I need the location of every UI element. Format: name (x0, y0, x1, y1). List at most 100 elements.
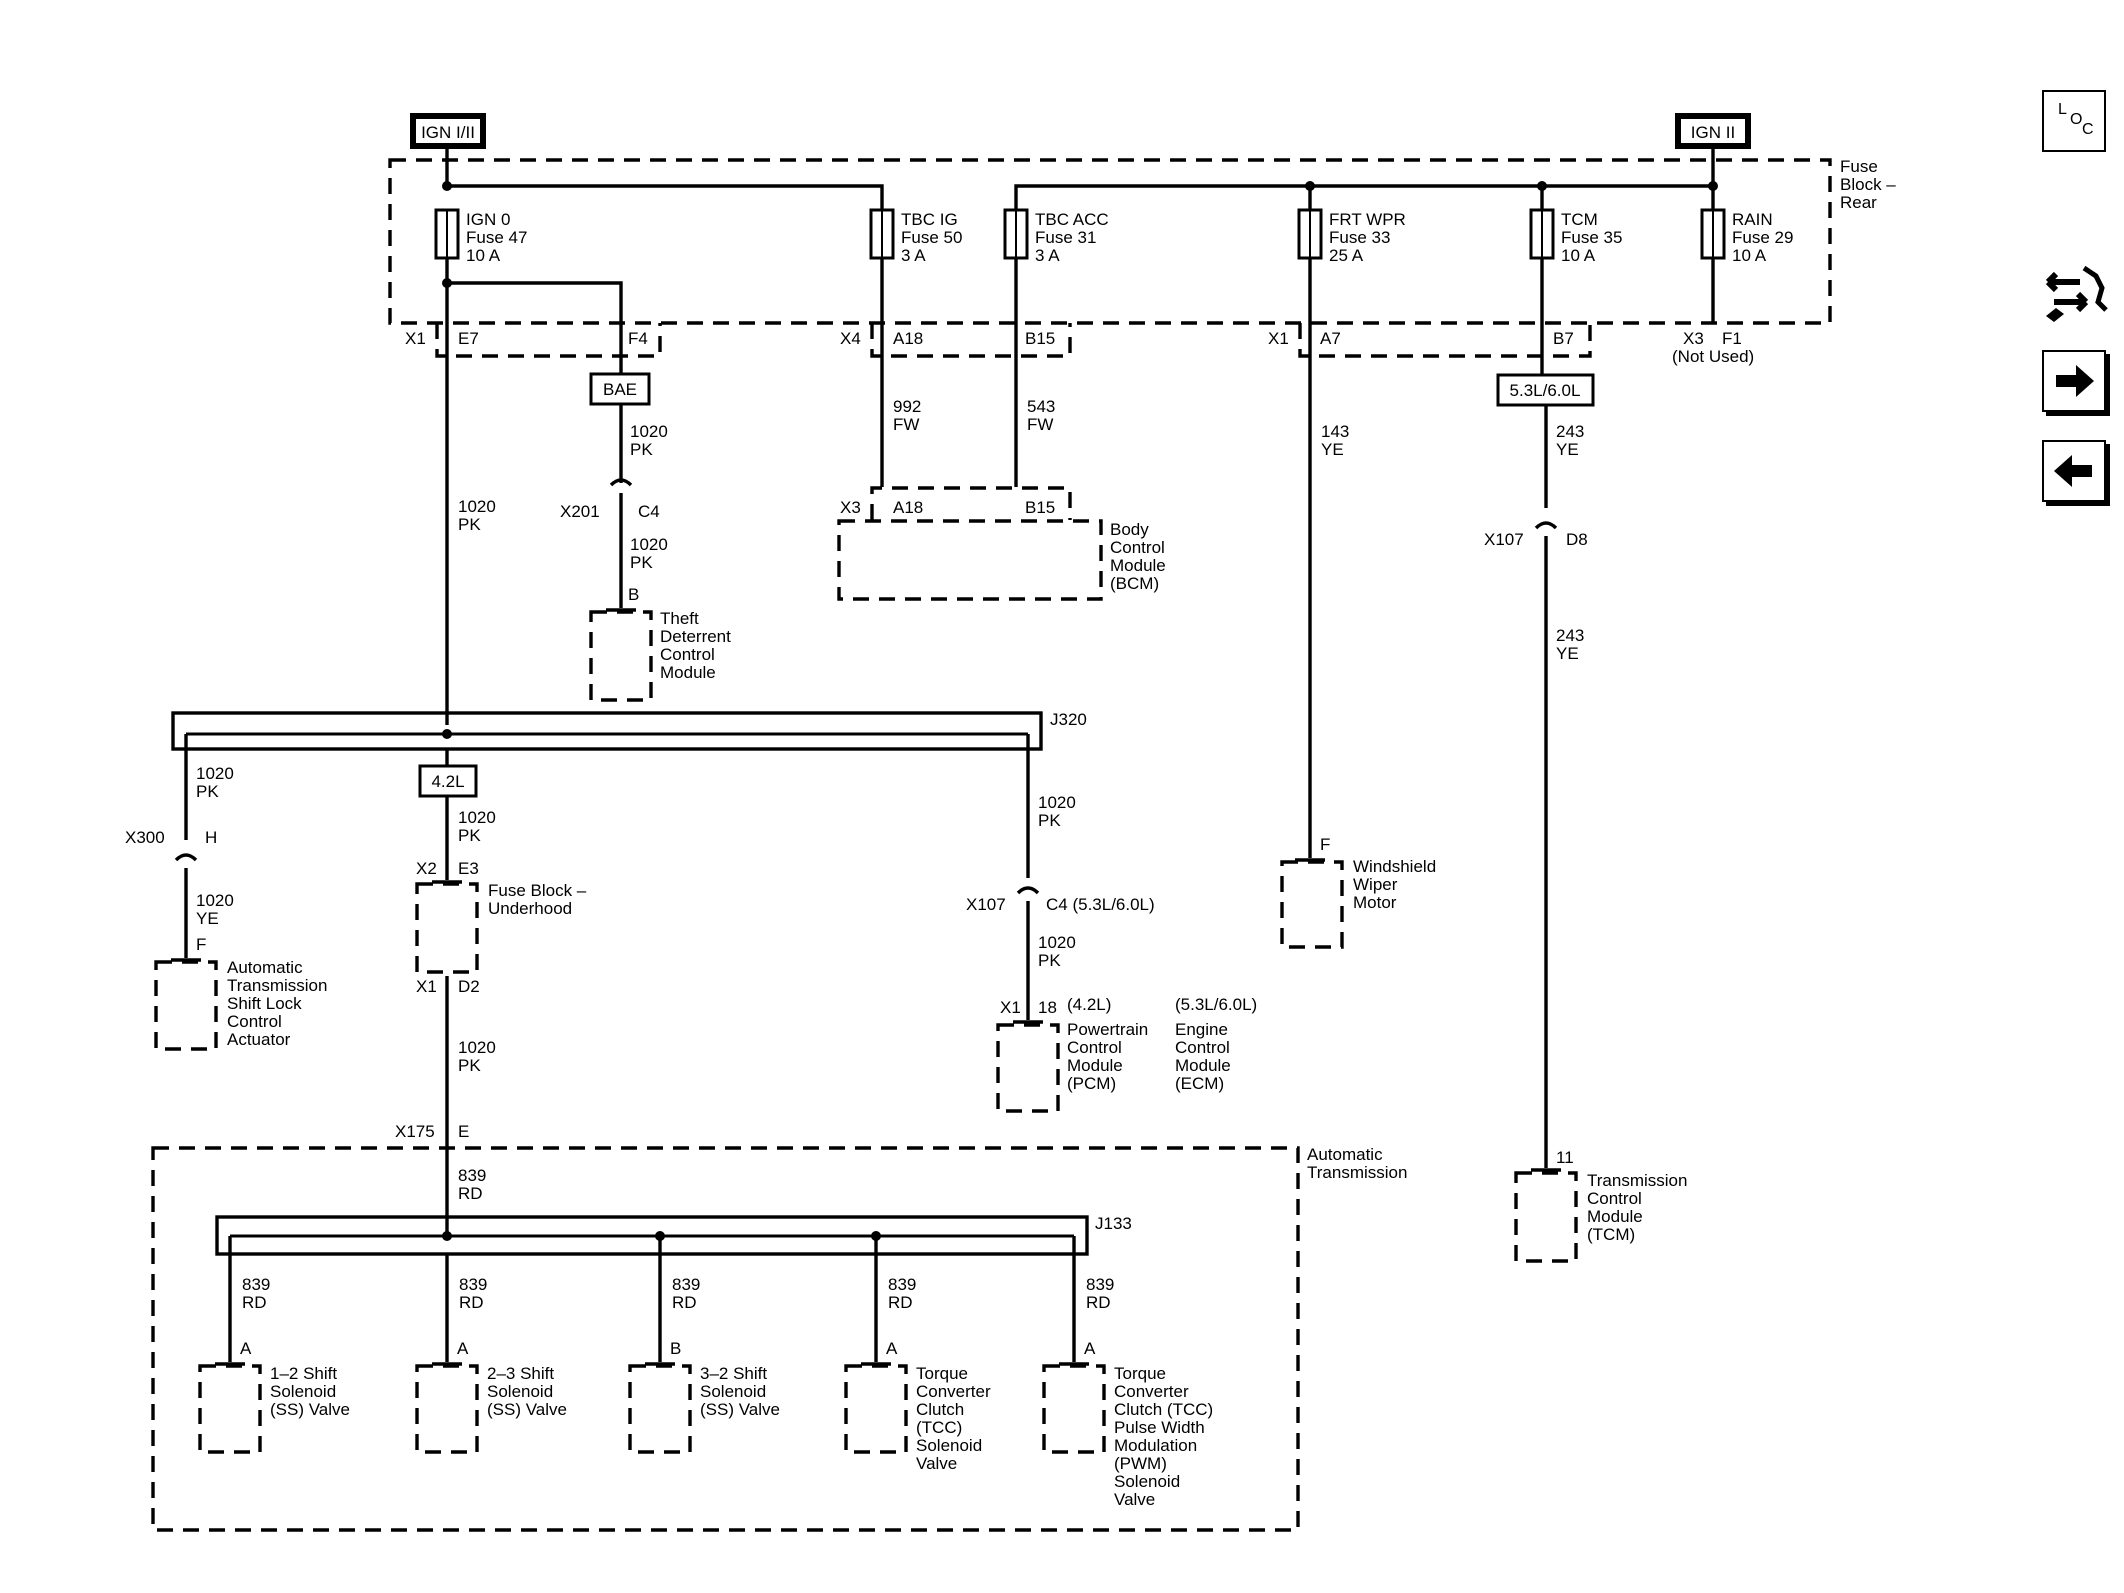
wire-839-rd-5-num: 839 (1086, 1275, 1114, 1294)
svg-text:J320: J320 (1050, 710, 1087, 729)
wire-839-rd-main-color: RD (458, 1184, 483, 1203)
svg-text:J133: J133 (1095, 1214, 1132, 1233)
svg-text:Control: Control (1587, 1189, 1642, 1208)
svg-text:Module: Module (660, 663, 716, 682)
location-button[interactable]: L O C (2042, 90, 2106, 152)
wire-1020-pk-a-color: PK (630, 440, 653, 459)
wire-839-rd-2-color: RD (459, 1293, 484, 1312)
svg-text:Fuse 31: Fuse 31 (1035, 228, 1096, 247)
svg-text:Transmission: Transmission (1587, 1171, 1687, 1190)
svg-text:Torque: Torque (916, 1364, 968, 1383)
svg-text:Valve: Valve (916, 1454, 957, 1473)
conn-x175: X175 (395, 1122, 435, 1141)
conn-pin-18: 18 (1038, 998, 1057, 1017)
conn-f-actuator: F (196, 935, 206, 954)
shift-solenoid-1-2 (198, 1364, 262, 1454)
wire-992-fw-color: FW (893, 415, 919, 434)
body-control-module (837, 519, 1103, 601)
wire-839-rd-main-num: 839 (458, 1166, 486, 1185)
pin-b-ss32: B (670, 1339, 681, 1358)
wire-243-ye-a-num: 243 (1556, 422, 1584, 441)
fuse-block-underhood (415, 882, 479, 974)
conn-f4: F4 (628, 329, 648, 348)
pin-a-tcc-pwm: A (1084, 1339, 1096, 1358)
svg-text:3 A: 3 A (1035, 246, 1060, 265)
service-tools-icon (2045, 265, 2108, 322)
conn-f1: F1 (1722, 329, 1742, 348)
conn-a18-bcm: A18 (893, 498, 923, 517)
svg-text:Solenoid: Solenoid (700, 1382, 766, 1401)
conn-d8: D8 (1566, 530, 1588, 549)
svg-text:Deterrent: Deterrent (660, 627, 731, 646)
wire-1020-pk-b-color: PK (630, 553, 653, 572)
wire-839-rd-1-num: 839 (242, 1275, 270, 1294)
conn-x1-top: X1 (405, 329, 426, 348)
svg-text:Solenoid: Solenoid (487, 1382, 553, 1401)
svg-text:Theft: Theft (660, 609, 699, 628)
next-page-button[interactable] (2042, 350, 2106, 412)
svg-text:(SS) Valve: (SS) Valve (487, 1400, 567, 1419)
shift-solenoid-3-2 (628, 1364, 692, 1454)
wire-839-rd-3-num: 839 (672, 1275, 700, 1294)
wire-1020-pk-d-color: PK (196, 782, 219, 801)
svg-text:Transmission: Transmission (1307, 1163, 1407, 1182)
previous-arrow-icon (2054, 455, 2092, 487)
conn-x300: X300 (125, 828, 165, 847)
svg-text:Control: Control (227, 1012, 282, 1031)
wire-143-ye-color: YE (1321, 440, 1344, 459)
svg-text:10 A: 10 A (1732, 246, 1767, 265)
conn-x107-top: X107 (1484, 530, 1524, 549)
svg-text:Control: Control (1067, 1038, 1122, 1057)
svg-text:(5.3L/6.0L): (5.3L/6.0L) (1175, 995, 1257, 1014)
svg-text:Control: Control (1110, 538, 1165, 557)
svg-text:Fuse Block –: Fuse Block – (488, 881, 587, 900)
fuse-block-rear-outline (388, 158, 1832, 325)
wire-839-rd-1-color: RD (242, 1293, 267, 1312)
conn-h: H (205, 828, 217, 847)
conn-e7: E7 (458, 329, 479, 348)
wire-1020-pk-a-num: 1020 (630, 422, 668, 441)
wire-839-rd-2-num: 839 (459, 1275, 487, 1294)
svg-text:IGN II: IGN II (1691, 123, 1735, 142)
svg-text:(ECM): (ECM) (1175, 1074, 1224, 1093)
svg-text:Actuator: Actuator (227, 1030, 291, 1049)
wire-143-ye-num: 143 (1321, 422, 1349, 441)
wire-243-ye-b-num: 243 (1556, 626, 1584, 645)
wire-1020-ye-color: YE (196, 909, 219, 928)
svg-text:Solenoid: Solenoid (916, 1436, 982, 1455)
wire-992-fw-num: 992 (893, 397, 921, 416)
fuse-block-rear-label-3: Rear (1840, 193, 1877, 212)
svg-text:Shift Lock: Shift Lock (227, 994, 302, 1013)
wire-243-ye-a-color: YE (1556, 440, 1579, 459)
conn-x1-d2: X1 (416, 977, 437, 996)
svg-text:Powertrain: Powertrain (1067, 1020, 1148, 1039)
previous-page-button[interactable] (2042, 440, 2106, 502)
conn-d2: D2 (458, 977, 480, 996)
powertrain-engine-control-module (996, 1023, 1060, 1113)
conn-x201: X201 (560, 502, 600, 521)
fuse-frt-wpr: FRT WPR Fuse 33 25 A (1297, 208, 1406, 265)
option-bae: BAE (589, 372, 651, 406)
svg-text:Module: Module (1587, 1207, 1643, 1226)
svg-text:Control: Control (660, 645, 715, 664)
option-5-3l-6-0l: 5.3L/6.0L (1496, 373, 1595, 407)
svg-text:4.2L: 4.2L (431, 772, 464, 791)
svg-text:(SS) Valve: (SS) Valve (700, 1400, 780, 1419)
svg-text:3 A: 3 A (901, 246, 926, 265)
wire-1020-pk-b-num: 1020 (630, 535, 668, 554)
wire-1020-ye-num: 1020 (196, 891, 234, 910)
conn-x107-mid: X107 (966, 895, 1006, 914)
svg-text:Converter: Converter (1114, 1382, 1189, 1401)
pin-a-ss23: A (457, 1339, 469, 1358)
svg-text:5.3L/6.0L: 5.3L/6.0L (1510, 381, 1581, 400)
tcc-solenoid-valve (844, 1364, 908, 1454)
svg-text:Solenoid: Solenoid (1114, 1472, 1180, 1491)
source-ign-1-2: IGN I/II (410, 113, 486, 149)
wire-1020-pk-f-color: PK (458, 1056, 481, 1075)
wire-1020-pk-c-color: PK (458, 515, 481, 534)
svg-text:Fuse 33: Fuse 33 (1329, 228, 1390, 247)
service-tools-button[interactable] (2040, 258, 2110, 326)
splice-j320: J320 (171, 710, 1087, 751)
conn-a7: A7 (1320, 329, 1341, 348)
svg-text:Module: Module (1175, 1056, 1231, 1075)
